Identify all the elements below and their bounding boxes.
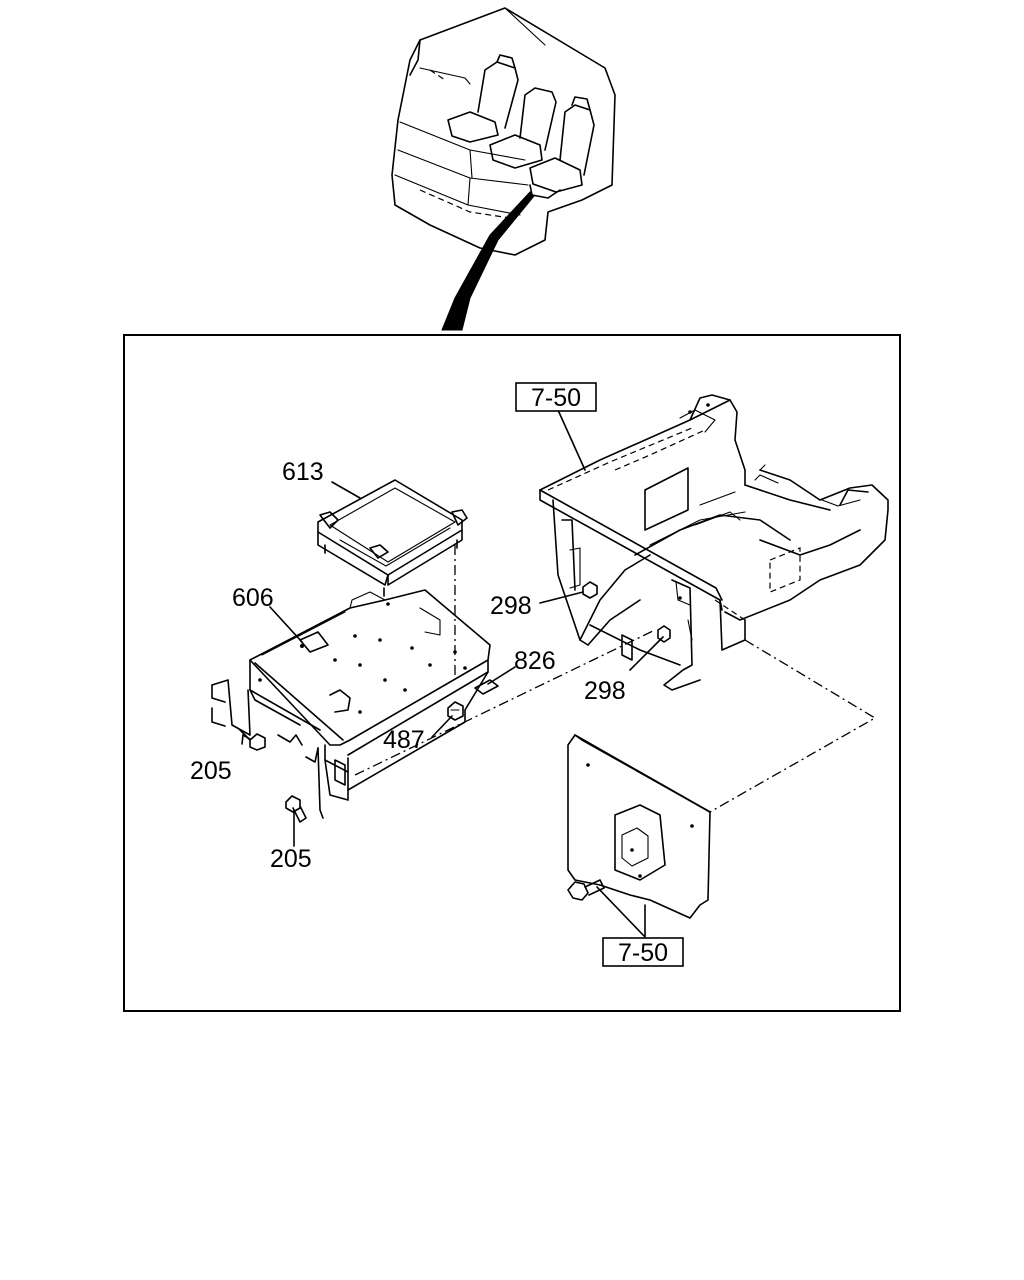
bolt-205-upper-icon: [239, 729, 266, 751]
part-label-826: 826: [514, 647, 556, 675]
ref-box-top: [515, 382, 597, 412]
leader-298-lower: [629, 636, 664, 671]
leader-298-upper: [539, 591, 584, 604]
ref-box-bottom: [602, 937, 684, 967]
leader-ref-top: [557, 409, 586, 471]
part-label-487: 487: [383, 726, 425, 754]
bolt-205-lower-icon: [285, 795, 307, 823]
cab-locator-view: [391, 7, 616, 331]
leader-613: [331, 481, 361, 499]
part-label-606: 606: [232, 584, 274, 612]
ref-label-bottom: 7-50: [618, 939, 668, 967]
controller-unit-613: [317, 479, 468, 597]
panel-bolt-icon: [567, 879, 605, 901]
mounting-bracket-606: [211, 589, 491, 819]
part-label-298-lower: 298: [584, 677, 626, 705]
clip-826-icon: [474, 679, 499, 695]
leader-ref-bottom: [596, 886, 646, 938]
seat-frame: [539, 394, 889, 691]
part-label-298-upper: 298: [490, 592, 532, 620]
leader-487: [431, 715, 453, 738]
part-label-613: 613: [282, 458, 324, 486]
detail-frame: [123, 334, 901, 1012]
ref-label-top: 7-50: [531, 384, 581, 412]
side-cover-panel: [567, 734, 711, 919]
leader-826: [487, 666, 516, 685]
leader-606: [269, 606, 303, 643]
part-label-205-lower: 205: [270, 845, 312, 873]
part-label-205-upper: 205: [190, 757, 232, 785]
leader-205-upper: [241, 734, 244, 745]
nut-298-upper-icon: [582, 581, 598, 599]
